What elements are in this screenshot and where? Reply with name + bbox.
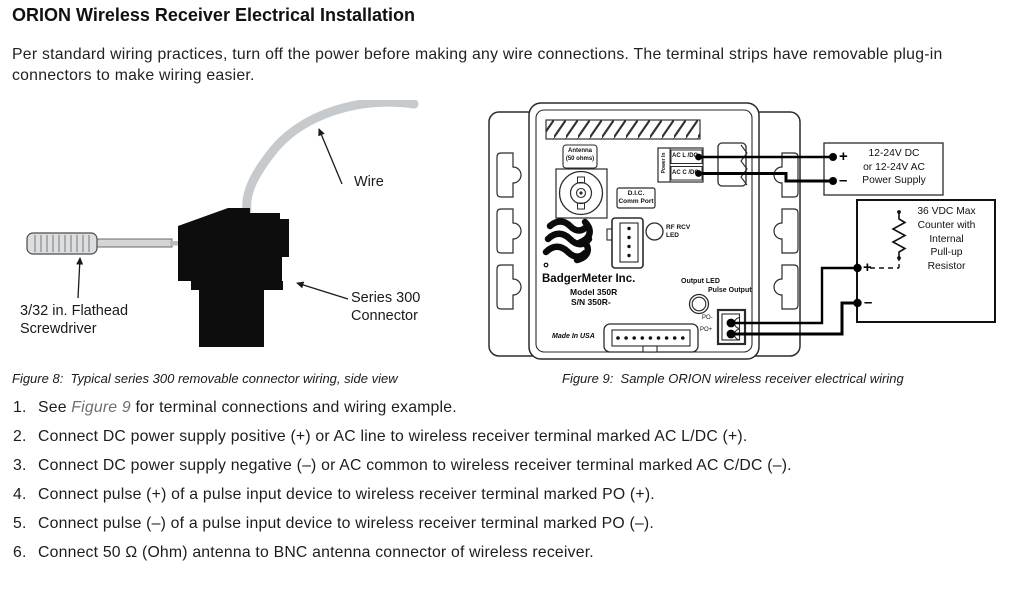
figure9-reference-link[interactable]: Figure 9 <box>71 399 131 416</box>
wire-po-plus <box>731 301 858 336</box>
antenna-label-box <box>562 144 598 169</box>
list-item-text: Connect DC power supply negative (–) or … <box>38 457 792 474</box>
wire-arrow <box>318 128 343 185</box>
terminal-label-ac-l-dc: AC L /DC <box>672 153 698 159</box>
list-item-text: Connect pulse (+) of a pulse input devic… <box>38 486 655 503</box>
list-item-number: 5. <box>13 515 27 532</box>
list-item: 4. Connect pulse (+) of a pulse input de… <box>0 486 1035 508</box>
figure9-drawing <box>488 102 996 360</box>
list-item-number: 6. <box>13 544 27 561</box>
wire-po-minus <box>731 266 858 325</box>
counter-minus-sign: – <box>864 294 873 311</box>
list-item: 2. Connect DC power supply positive (+) … <box>0 428 1035 450</box>
list-item: 1. See Figure 9 for terminal connections… <box>0 399 1035 421</box>
list-item: 6. Connect 50 Ω (Ohm) antenna to BNC ant… <box>0 544 1035 566</box>
power-in-label: Power In <box>661 152 667 174</box>
power-supply-minus-sign: – <box>839 172 848 189</box>
rf-rcv-led-label: RF RCV LED <box>666 224 691 239</box>
wire-label: Wire <box>354 174 384 190</box>
page-title: ORION Wireless Receiver Electrical Insta… <box>12 5 416 25</box>
screwdriver-arrow <box>76 257 84 299</box>
wire-arc <box>242 100 419 215</box>
list-item-text: Connect DC power supply positive (+) or … <box>38 428 748 445</box>
list-item: 3. Connect DC power supply negative (–) … <box>0 457 1035 479</box>
po-plus-label: PO+ <box>700 327 713 333</box>
pulse-output-label: Pulse Output <box>708 287 752 294</box>
made-in-usa-label: Made In USA <box>552 333 595 340</box>
connector-arrow <box>296 281 349 300</box>
figure9-caption: Figure 9: Sample ORION wireless receiver… <box>562 371 904 386</box>
figure9: Antenna (50 ohms) Power In AC L /DC AC C… <box>470 100 1035 368</box>
list-item-number: 1. <box>13 399 27 416</box>
dic-comm-port-label: D.I.C. Comm Port <box>618 190 654 205</box>
list-item: 5. Connect pulse (–) of a pulse input de… <box>0 515 1035 537</box>
list-item-text: See Figure 9 for terminal connections an… <box>38 399 457 416</box>
screwdriver-label: 3/32 in. Flathead Screwdriver <box>20 303 129 337</box>
badger-meter-logo <box>542 218 593 268</box>
ac-c-dc-terminal <box>695 170 702 177</box>
output-led <box>688 293 710 315</box>
list-item-number: 2. <box>13 428 27 445</box>
serial-text: S/N 350R- <box>571 297 611 307</box>
antenna-label: Antenna (50 ohms) <box>565 148 595 162</box>
terminal-label-ac-c-dc: AC C /DC <box>672 170 699 176</box>
hatched-strip <box>545 119 701 140</box>
screwdriver <box>26 232 181 255</box>
list-item-text: Connect 50 Ω (Ohm) antenna to BNC antenn… <box>38 544 594 561</box>
rf-rcv-led <box>645 222 664 241</box>
wiring <box>699 153 862 336</box>
output-led-label: Output LED <box>681 278 720 285</box>
counter-box <box>856 199 996 323</box>
pullup-dashed-link <box>870 259 900 269</box>
bottom-connector <box>603 323 699 353</box>
figure8-caption: Figure 8: Typical series 300 removable c… <box>12 371 398 386</box>
po-minus-label: PO- <box>702 315 713 321</box>
power-supply-box <box>823 142 944 196</box>
power-supply-text: 12-24V DC or 12-24V AC Power Supply <box>862 148 926 186</box>
series300-label: Series 300 Connector <box>351 290 421 324</box>
list-item-number: 3. <box>13 457 27 474</box>
figure8: Wire 3/32 in. Flathead Screwdriver Serie… <box>0 100 470 368</box>
list-item-number: 4. <box>13 486 27 503</box>
resistor-symbol <box>891 210 907 260</box>
counter-plus-sign: + <box>863 259 872 276</box>
bnc-connector <box>555 168 608 219</box>
pulse-output-terminal-block <box>716 308 747 346</box>
list-item-text: Connect pulse (–) of a pulse input devic… <box>38 515 654 532</box>
figure8-drawing <box>26 100 419 347</box>
ac-l-dc-terminal <box>695 153 702 161</box>
wire-ac-c-dc <box>699 172 833 183</box>
intro-paragraph: Per standard wiring practices, turn off … <box>12 46 943 84</box>
brand-text: BadgerMeter Inc. <box>542 273 636 285</box>
mounting-slots-left <box>496 152 522 310</box>
plug-housing <box>717 142 748 187</box>
dic-label-box <box>616 187 656 209</box>
counter-text: 36 VDC Max Counter with Internal Pull-up… <box>917 206 976 273</box>
series300-connector-shape <box>178 208 289 347</box>
power-supply-plus-sign: + <box>839 148 848 165</box>
comm-port-connector <box>606 217 644 269</box>
model-text: Model 350R <box>570 287 618 297</box>
